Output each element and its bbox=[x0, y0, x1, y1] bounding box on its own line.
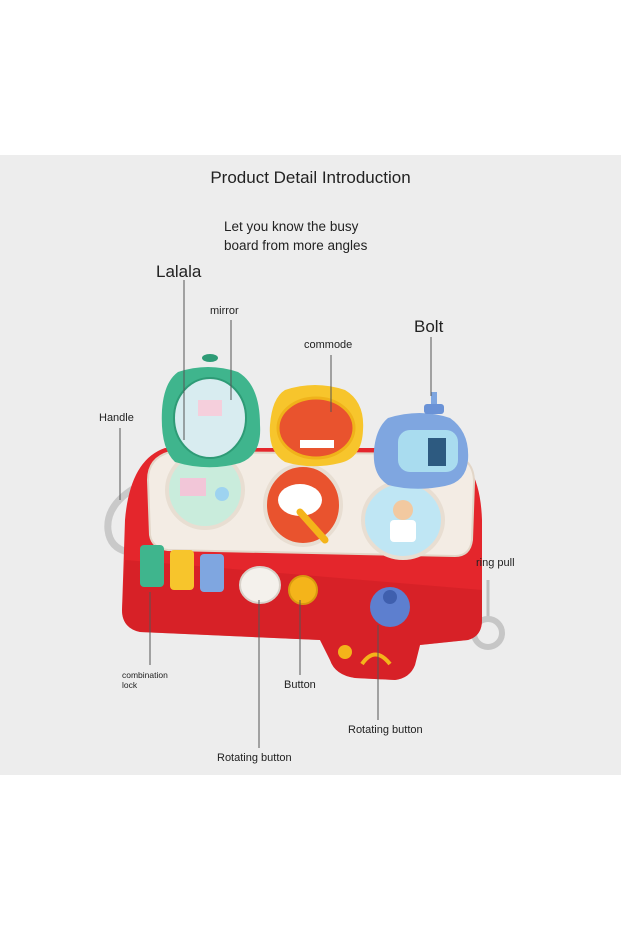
lock-wheel-green bbox=[140, 545, 164, 587]
bolt-head bbox=[424, 404, 444, 414]
label-rotating-button-right: Rotating button bbox=[348, 724, 423, 736]
label-combination-lock-line-1: combination bbox=[122, 670, 168, 680]
commode-brush bbox=[296, 508, 329, 544]
rainbow-sticker bbox=[360, 652, 392, 666]
label-combination-lock: combination lock bbox=[122, 670, 168, 690]
subtitle-line-2: board from more angles bbox=[224, 238, 368, 253]
yellow-button bbox=[288, 575, 318, 605]
left-compartment-dot bbox=[215, 487, 229, 501]
label-combination-lock-line-2: lock bbox=[122, 680, 138, 690]
handle-strap bbox=[104, 476, 152, 556]
mirror-surface bbox=[173, 377, 247, 459]
white-rotating-button bbox=[239, 566, 281, 604]
commode-bowl bbox=[278, 484, 322, 516]
mirror-picture bbox=[198, 400, 222, 416]
left-compartment-picture bbox=[180, 478, 206, 496]
lock-wheel-yellow bbox=[170, 550, 194, 590]
green-lid-tab bbox=[202, 354, 218, 362]
commode-lid-shelf bbox=[300, 440, 334, 448]
subtitle: Let you know the busy board from more an… bbox=[224, 217, 367, 255]
label-lalala: Lalala bbox=[156, 262, 202, 281]
blue-knob-grip bbox=[383, 590, 397, 604]
figure-body bbox=[390, 520, 416, 542]
label-bolt: Bolt bbox=[414, 317, 444, 336]
subtitle-line-1: Let you know the busy bbox=[224, 219, 359, 234]
label-mirror: mirror bbox=[210, 305, 239, 317]
label-commode: commode bbox=[304, 339, 353, 351]
label-button: Button bbox=[284, 679, 316, 691]
page-title: Product Detail Introduction bbox=[210, 168, 411, 187]
label-ring-pull: ring pull bbox=[476, 557, 515, 569]
blue-lid-window bbox=[428, 438, 446, 466]
figure-head bbox=[393, 500, 413, 520]
blue-rotating-knob bbox=[370, 587, 410, 627]
lock-wheel-blue bbox=[200, 554, 224, 592]
label-rotating-button-bottom: Rotating button bbox=[217, 752, 292, 764]
label-handle: Handle bbox=[99, 412, 134, 424]
sun-sticker bbox=[338, 645, 352, 659]
commode-lid-picture bbox=[276, 396, 356, 460]
